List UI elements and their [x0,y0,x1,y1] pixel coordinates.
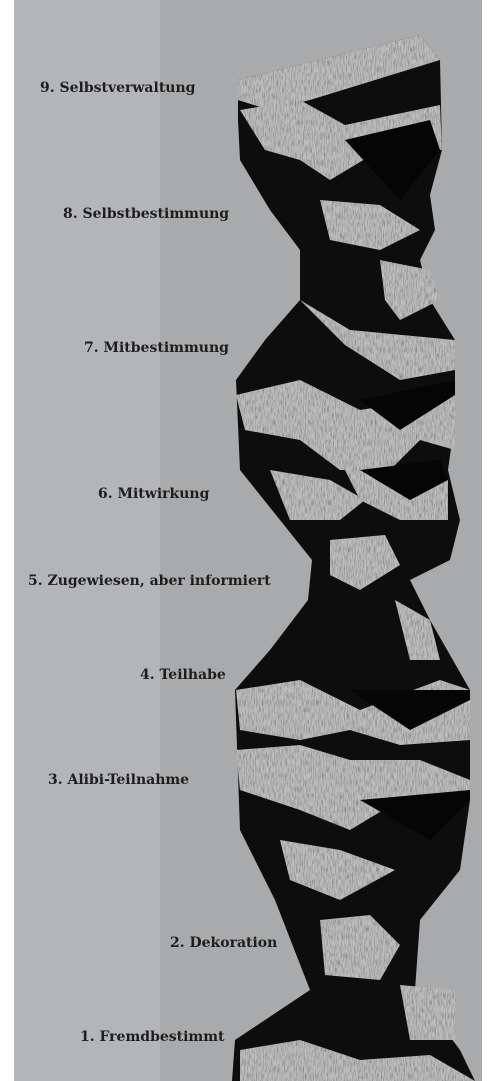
level-2-label: 2. Dekoration [170,935,278,951]
level-6-label: 6. Mitwirkung [98,486,210,502]
tower-shadow-faces [345,120,470,840]
level-3-label: 3. Alibi-Teilnahme [48,772,190,788]
level-4-label: 4. Teilhabe [140,667,226,683]
tower-light-faces [236,35,475,1081]
level-8-label: 8. Selbstbestimmung [63,206,230,222]
level-9-label: 9. Selbstverwaltung [40,80,196,96]
level-5-label: 5. Zugewiesen, aber informiert [28,573,271,589]
level-1-label: 1. Fremdbestimmt [80,1029,225,1045]
background-left-panel [14,0,160,1081]
level-7-label: 7. Mitbestimmung [84,340,229,356]
